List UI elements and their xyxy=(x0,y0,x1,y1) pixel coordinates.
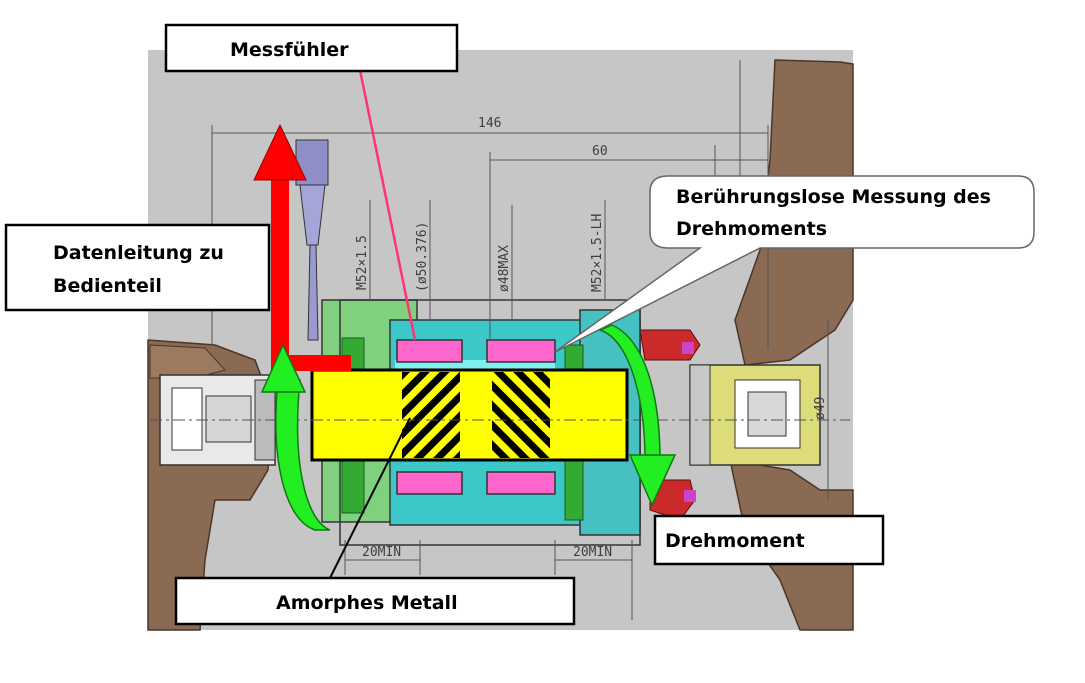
datenleitung-label-line2: Bedienteil xyxy=(53,275,162,297)
dim-m52-right: M52×1.5-LH xyxy=(590,214,605,292)
messfuehler-pointer xyxy=(358,69,417,341)
datenleitung-box xyxy=(4,223,271,312)
dim-146: 146 xyxy=(478,116,501,131)
sensor-coil-bottom-left xyxy=(396,471,463,495)
amorphes-label: Amorphes Metall xyxy=(276,592,458,614)
dim-m52-left: M52×1.5 xyxy=(355,235,370,290)
shaft xyxy=(310,368,629,462)
torque-arrow-left xyxy=(260,343,331,531)
torque-arrow-right xyxy=(597,324,677,507)
dim-phi48: ø48MAX xyxy=(497,245,512,292)
amorphous-band-left xyxy=(402,372,460,458)
sensor-coil-top-right xyxy=(486,339,556,363)
beruehrungslos-label-line1: Berührungslose Messung des xyxy=(676,186,991,208)
datenleitung-label-line1: Datenleitung zu xyxy=(53,242,224,264)
right-flange-mark-upper xyxy=(682,342,694,354)
beruehrungslos-bubble xyxy=(554,175,1035,353)
messfuehler-label: Messfühler xyxy=(230,39,349,61)
dim-60: 60 xyxy=(592,144,608,159)
dim-phi50: (ø50.376) xyxy=(415,222,430,292)
drehmoment-box xyxy=(653,514,885,566)
drehmoment-label: Drehmoment xyxy=(665,530,805,552)
dim-phi49: ø49 xyxy=(813,397,828,420)
dim-20min-right: 20MIN xyxy=(573,545,612,560)
frame-left-top xyxy=(149,344,226,379)
sensor-coil-top-left xyxy=(396,339,463,363)
inner-cyan-band-top xyxy=(395,360,555,370)
data-line-arrow xyxy=(253,123,351,371)
dim-20min-left: 20MIN xyxy=(362,545,401,560)
sensor-coil-bottom-right xyxy=(486,471,556,495)
amorphes-pointer xyxy=(329,417,411,579)
messfuehler-box xyxy=(164,23,459,73)
right-flange-lower xyxy=(649,479,696,521)
right-bearing-cup xyxy=(689,364,821,466)
right-flange-mark-lower xyxy=(684,490,696,502)
amorphes-box xyxy=(174,576,576,626)
beruehrungslos-label-line2: Drehmoments xyxy=(676,218,827,240)
amorphous-band-right xyxy=(492,372,550,458)
